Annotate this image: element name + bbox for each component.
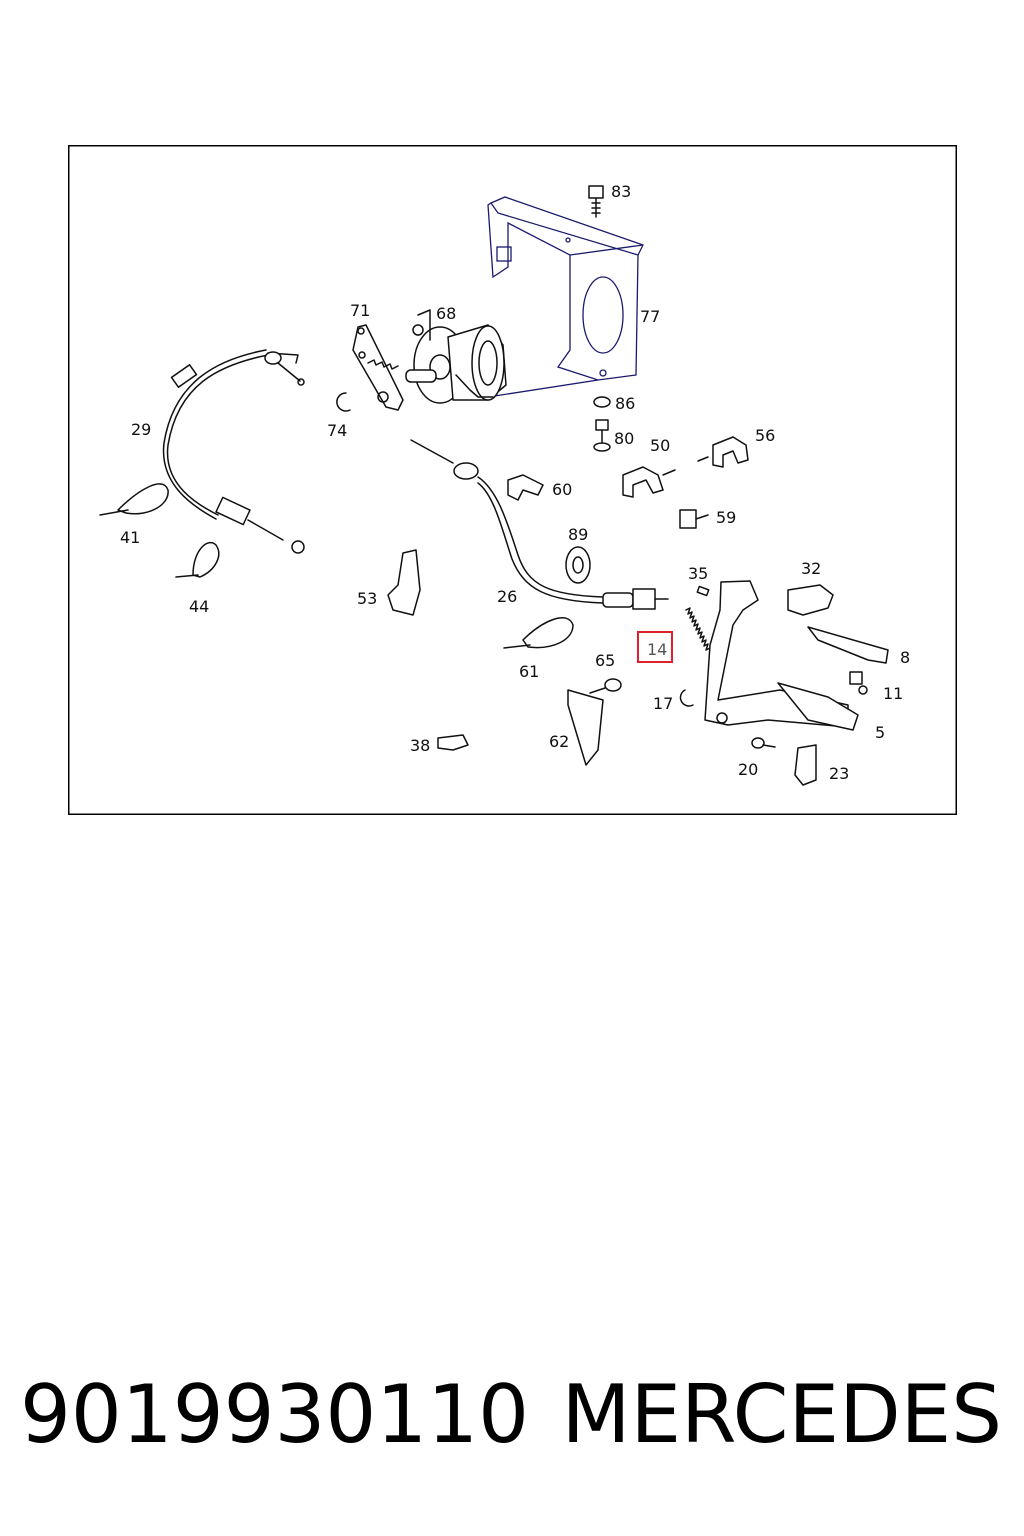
callout-74: 74 [327, 421, 347, 440]
callout-50: 50 [650, 436, 670, 455]
part-number: 9019930110 [20, 1368, 529, 1461]
switch-part-23 [794, 744, 817, 786]
callout-32: 32 [801, 559, 821, 578]
callout-71: 71 [350, 301, 370, 320]
parts-diagram: 83 77 71 68 74 29 86 80 50 56 60 41 59 8… [68, 145, 957, 815]
pin-part-35 [696, 585, 710, 597]
callout-59: 59 [716, 508, 736, 527]
clip-part-59 [679, 509, 709, 529]
callout-65: 65 [595, 651, 615, 670]
callout-29: 29 [131, 420, 151, 439]
plate-part-71 [352, 324, 404, 411]
tie-part-61 [503, 617, 574, 649]
caption-bar: 9019930110 MERCEDES [0, 1360, 1024, 1470]
callout-86: 86 [615, 394, 635, 413]
callout-5: 5 [875, 723, 885, 742]
callout-44: 44 [189, 597, 209, 616]
cable-part-29 [162, 349, 305, 554]
clip-part-17 [679, 689, 694, 707]
callout-38: 38 [410, 736, 430, 755]
bracket-part-62 [567, 689, 604, 766]
clamp-part-53 [387, 549, 421, 616]
callout-23: 23 [829, 764, 849, 783]
bolt-part-83 [588, 185, 604, 218]
callout-17: 17 [653, 694, 673, 713]
callout-80: 80 [614, 429, 634, 448]
bracket-part-77 [487, 196, 644, 398]
spring-part-14 [685, 607, 711, 651]
bracket-part-32 [787, 584, 834, 616]
callout-77: 77 [640, 307, 660, 326]
actuator-part-68 [405, 309, 507, 404]
highlight-box-part-14 [637, 631, 673, 663]
callout-11: 11 [883, 684, 903, 703]
callout-26: 26 [497, 587, 517, 606]
washer-part-86 [593, 396, 611, 408]
clip-part-74 [336, 392, 351, 412]
pedal-pad-part-8 [807, 626, 889, 664]
callout-56: 56 [755, 426, 775, 445]
grommet-part-89 [565, 546, 591, 584]
callout-53: 53 [357, 589, 377, 608]
stop-part-11 [849, 671, 868, 695]
callout-60: 60 [552, 480, 572, 499]
callout-61: 61 [519, 662, 539, 681]
clip-part-60 [507, 474, 544, 501]
callout-68: 68 [436, 304, 456, 323]
tie-part-41 [99, 483, 169, 516]
clip-part-50 [622, 466, 676, 498]
callout-14: 14 [647, 640, 667, 659]
pin-part-20 [751, 737, 776, 749]
callout-20: 20 [738, 760, 758, 779]
callout-35: 35 [688, 564, 708, 583]
callout-89: 89 [568, 525, 588, 544]
pedal-arm-part-5 [704, 580, 859, 731]
cable-part-26 [410, 439, 669, 610]
tie-part-44 [175, 542, 220, 578]
bolt-part-80 [593, 419, 611, 452]
brand-name: MERCEDES [561, 1368, 1002, 1461]
callout-41: 41 [120, 528, 140, 547]
clip-part-56 [697, 436, 749, 468]
bolt-part-65 [589, 678, 622, 694]
callout-83: 83 [611, 182, 631, 201]
callout-8: 8 [900, 648, 910, 667]
callout-62: 62 [549, 732, 569, 751]
clip-part-38 [437, 734, 469, 751]
